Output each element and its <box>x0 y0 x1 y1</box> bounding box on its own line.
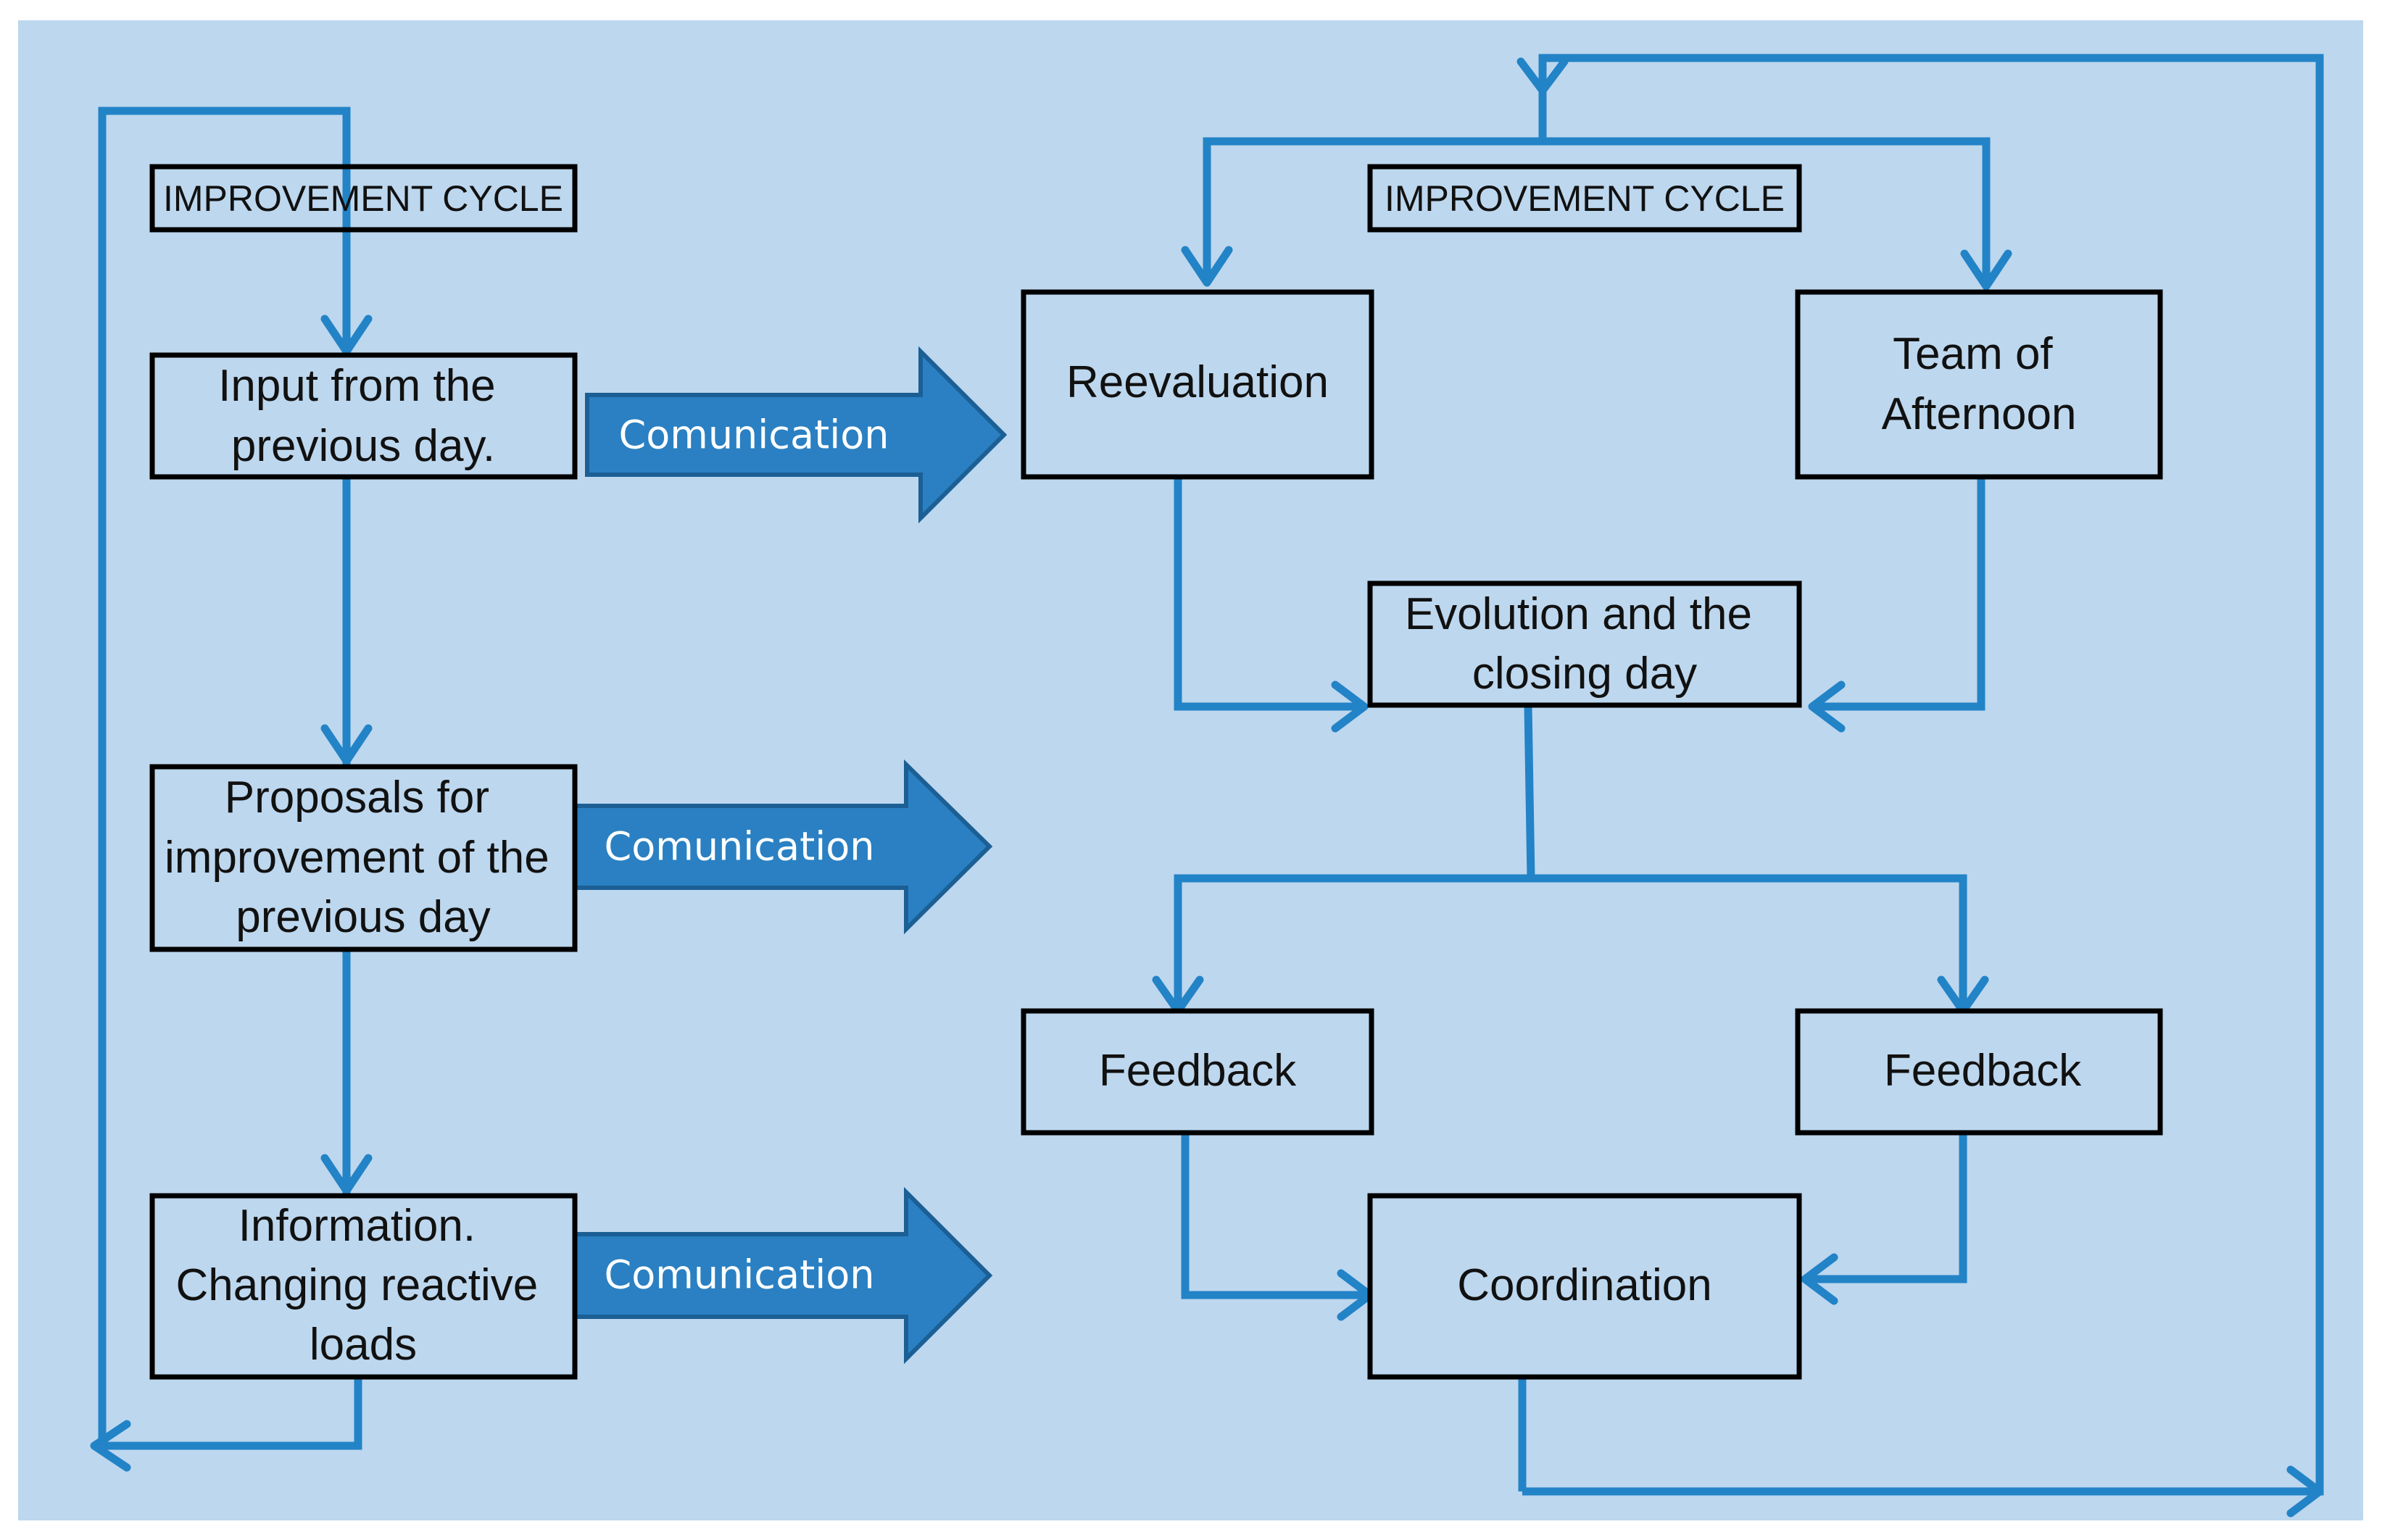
box-feedback-right: Feedback <box>1795 1008 2163 1136</box>
connector-reevaluation-to-evolution <box>1174 478 1359 711</box>
box-line: improvement of the <box>165 833 549 883</box>
connector-evolution-down <box>1524 706 1535 879</box>
box-line: previous day. <box>231 421 495 471</box>
box-proposals-improvement: Proposals for improvement of the previou… <box>149 764 578 952</box>
svg-text:Team of Afternoon: Team of Afternoon <box>1882 329 2077 439</box>
block-arrow-shape <box>570 759 993 935</box>
box-coordination: Coordination <box>1367 1193 1802 1380</box>
svg-text:Feedback: Feedback <box>1884 1046 2082 1096</box>
box-frame <box>149 1193 578 1380</box>
box-line: Afternoon <box>1882 389 2077 439</box>
box-frame <box>1021 1008 1374 1136</box>
arrowhead-into-input <box>320 315 373 356</box>
box-line: previous day <box>236 892 491 942</box>
connector-information-return <box>102 1377 362 1450</box>
box-line: Reevaluation <box>1066 357 1329 407</box>
connector-top-branch <box>1203 137 1991 286</box>
arrowhead-top-loop <box>1516 57 1569 95</box>
box-reevaluation: Reevaluation <box>1021 289 1374 480</box>
connector-feedback-split <box>1174 874 1967 1004</box>
box-frame <box>1795 289 2163 480</box>
svg-text:Information. Changing re: Information. Changing reactive loads <box>176 1201 551 1370</box>
arrowhead-reevaluation-to-evolution <box>1331 680 1369 733</box>
box-evolution-closing-day: Evolution and the closing day <box>1367 580 1802 708</box>
right-title-box: IMPROVEMENT CYCLE <box>1367 164 1802 233</box>
right-cycle-title: IMPROVEMENT CYCLE <box>1385 178 1785 219</box>
box-frame <box>1021 289 1374 480</box>
arrowhead-feedback-right-to-coordination <box>1801 1253 1838 1305</box>
box-frame <box>149 764 578 952</box>
box-line: closing day <box>1472 649 1697 699</box>
svg-text:Feedback: Feedback <box>1099 1046 1297 1096</box>
arrowhead-into-proposals <box>320 724 373 765</box>
box-line: Changing reactive <box>176 1260 539 1310</box>
title-frame <box>149 164 578 233</box>
box-frame <box>1795 1008 2163 1136</box>
svg-text:Input from the previous: Input from the previous day. <box>218 361 508 471</box>
box-frame <box>1367 1193 1802 1380</box>
box-input-previous-day: Input from the previous day. <box>149 352 578 480</box>
connector-team-to-evolution <box>1816 467 1985 711</box>
box-team-afternoon: Team of Afternoon <box>1795 289 2163 480</box>
box-information-reactive-loads: Information. Changing reactive loads <box>149 1193 578 1380</box>
arrowhead-left-return <box>90 1420 131 1472</box>
left-cycle-title: IMPROVEMENT CYCLE <box>163 178 563 219</box>
communication-arrow-2: Comunication <box>570 759 993 935</box>
block-arrow-shape <box>570 1186 993 1365</box>
arrowhead-team-to-evolution <box>1808 680 1846 733</box>
box-frame <box>1367 580 1802 708</box>
box-line: Feedback <box>1884 1046 2082 1096</box>
communication-label: Comunication <box>604 1252 874 1298</box>
svg-text:Coordination: Coordination <box>1457 1260 1712 1310</box>
box-line: loads <box>310 1320 417 1370</box>
box-line: Proposals for <box>225 773 489 823</box>
left-title-box: IMPROVEMENT CYCLE <box>149 164 578 233</box>
arrowhead-into-information <box>320 1154 373 1195</box>
connector-feedback-left-to-coordination <box>1181 1134 1366 1299</box>
arrowhead-into-reevaluation <box>1181 246 1233 287</box>
box-line: Coordination <box>1457 1260 1712 1310</box>
communication-label: Comunication <box>618 412 889 458</box>
communication-label: Comunication <box>604 824 874 870</box>
box-line: Evolution and the <box>1405 589 1752 639</box>
communication-arrow-1: Comunication <box>585 346 1008 524</box>
box-line: Information. <box>238 1201 476 1251</box>
title-frame <box>1367 164 1802 233</box>
svg-text:Reevaluation: Reevaluation <box>1066 357 1329 407</box>
svg-text:Proposals for improvemen: Proposals for improvement of the previou… <box>165 773 562 942</box>
svg-text:Evolution and the closin: Evolution and the closing day <box>1405 589 1764 699</box>
box-line: Team of <box>1893 329 2053 379</box>
arrowhead-into-team <box>1960 249 2012 291</box>
arrowhead-bottom-right <box>2286 1465 2324 1518</box>
box-feedback-left: Feedback <box>1021 1008 1374 1136</box>
box-line: Input from the <box>218 361 496 411</box>
arrowheads <box>90 57 2324 1518</box>
box-line: Feedback <box>1099 1046 1297 1096</box>
box-frame <box>149 352 578 480</box>
connector-feedback-right-to-coordination <box>1809 1134 1967 1283</box>
communication-arrow-3: Comunication <box>570 1186 993 1365</box>
block-arrow-shape <box>585 346 1008 524</box>
